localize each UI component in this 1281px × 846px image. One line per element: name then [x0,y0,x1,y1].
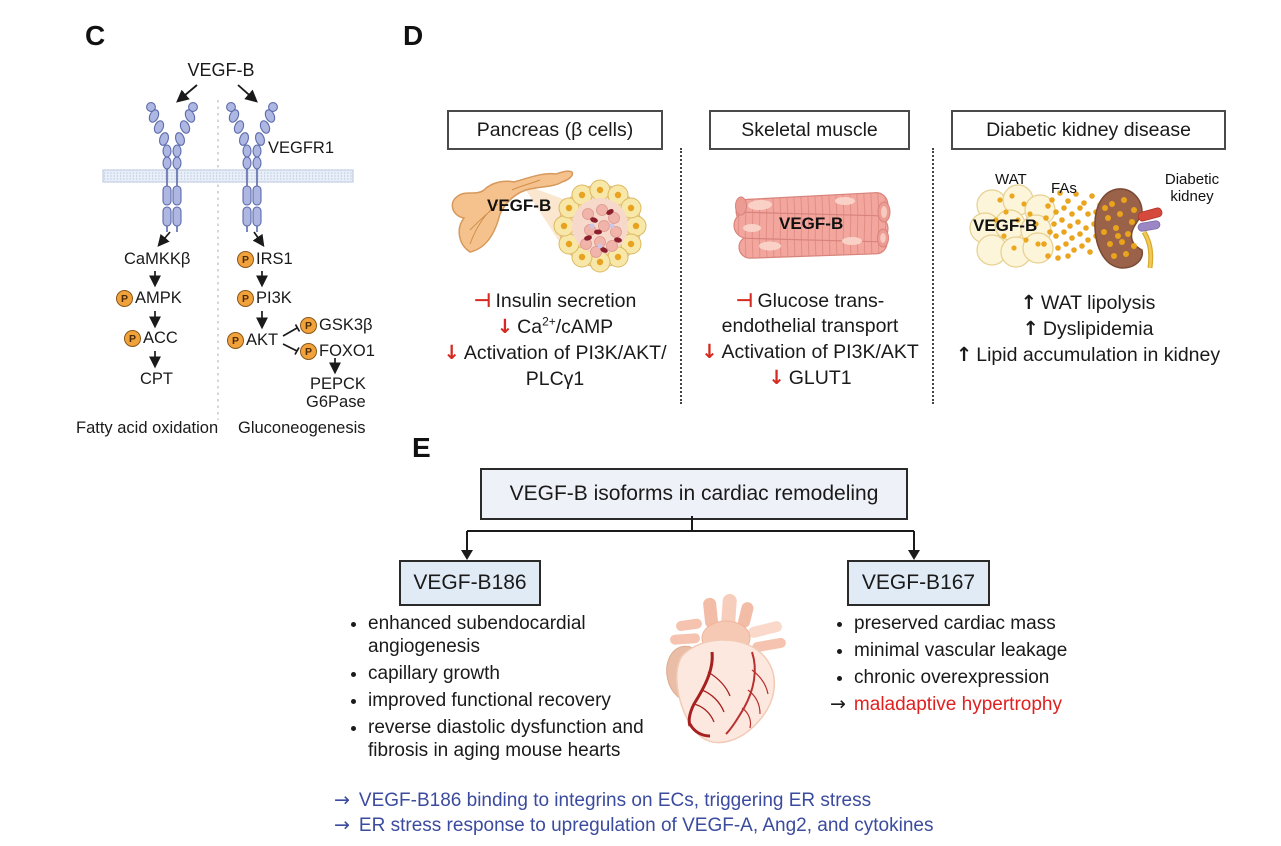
effect-line: ↑ WAT lipolysis [1020,291,1156,314]
phospho-icon: P [124,330,141,347]
node-camkkb: CaMKKβ [124,250,191,268]
effect-line: ↓ Activation of PI3K/AKT/ [443,341,667,364]
panel-c-label: C [85,20,106,51]
wat-vegfb-label: VEGF-B [973,216,1038,235]
vegfr1-receptor-right [225,101,279,233]
up-arrow-icon: ↑ [1020,291,1037,314]
phospho-icon: P [116,290,133,307]
cascade-arrows [149,231,341,375]
list-item: preserved cardiac mass [854,612,1150,635]
effect-line: PLCγ1 [525,368,585,390]
vegfb167-box: VEGF-B167 [847,560,990,606]
column-separator [932,148,934,404]
heart-illustration [666,594,786,744]
node-foxo1: P FOXO1 [300,342,375,361]
panel-c-pathway-graphics [102,84,354,420]
up-arrow-icon: ↑ [955,343,973,366]
muscle-illustration [733,192,891,259]
vegfr1-receptor-left [145,101,199,233]
right-arrow-icon: → [334,814,350,836]
fas-label: FAs [1051,180,1077,197]
effect-line: ↓ Activation of PI3K/AKT [701,340,919,363]
receptor-label: VEGFR1 [268,139,335,157]
vegfb186-bullet-list: enhanced subendocardial angiogenesis cap… [344,612,644,766]
list-item: reverse diastolic dysfunction and fibros… [368,716,644,762]
down-arrow-icon: ↓ [768,366,785,389]
panel-e-label: E [412,432,431,463]
list-item: enhanced subendocardial angiogenesis [368,612,644,658]
effect-line: ⊣ Glucose trans- [735,289,885,312]
right-arrow-icon: → [334,789,350,811]
muscle-vegfb-label: VEGF-B [779,214,844,233]
effect-line: ⊣ Insulin secretion [473,289,637,312]
effect-line: ↓ Ca2+/cAMP [496,314,614,338]
node-g6pase: G6Pase [306,393,366,411]
phospho-icon: P [300,343,317,360]
panel-d-label: D [403,20,424,51]
outcome-fatty-acid-oxidation: Fatty acid oxidation [76,419,219,437]
node-akt: P AKT [227,331,278,350]
kidney-header-box: Diabetic kidney disease [951,110,1226,150]
phospho-icon: P [227,332,244,349]
footnote-line: → ER stress response to upregulation of … [334,814,934,836]
inhibition-icon: ⊣ [473,289,492,312]
wat-label: WAT [995,171,1027,188]
node-pi3k: P PI3K [237,289,292,308]
effect-line: ↓ GLUT1 [768,366,852,389]
ligand-arrows [176,84,258,103]
diabetic-kidney-label: Diabetic kidney [1164,171,1220,205]
phospho-icon: P [237,290,254,307]
outcome-gluconeogenesis: Gluconeogenesis [238,419,366,437]
node-irs1: P IRS1 [237,250,293,269]
down-arrow-icon: ↓ [443,341,460,364]
inhibition-icon: ⊣ [735,289,754,312]
footnote-line: → VEGF-B186 binding to integrins on ECs,… [334,789,872,811]
cell-membrane [102,169,354,183]
vegfb167-bullet-list: preserved cardiac mass minimal vascular … [830,612,1150,716]
pancreas-effects: ⊣ Insulin secretion ↓ Ca2+/cAMP ↓ Activa… [425,288,685,392]
node-pepck: PEPCK [310,375,366,393]
isoform-connector-lines [461,516,920,560]
list-item: improved functional recovery [368,689,644,712]
down-arrow-icon: ↓ [496,315,514,338]
right-arrow-icon: → [830,693,846,715]
phospho-icon: P [237,251,254,268]
muscle-header-box: Skeletal muscle [709,110,910,150]
column-separator [680,148,682,404]
up-arrow-icon: ↑ [1022,317,1039,340]
phospho-icon: P [300,317,317,334]
pancreas-header-box: Pancreas (β cells) [447,110,663,150]
pancreas-vegfb-label: VEGF-B [487,196,552,215]
cardiac-remodeling-title-box: VEGF-B isoforms in cardiac remodeling [480,468,908,520]
footnotes: → VEGF-B186 binding to integrins on ECs,… [334,788,933,838]
node-cpt: CPT [140,370,173,388]
node-ampk: P AMPK [116,289,182,308]
akt-inhibition-lines [282,324,301,355]
effect-line: ↑ Dyslipidemia [1022,317,1154,340]
kidney-effects: ↑ WAT lipolysis ↑ Dyslipidemia ↑ Lipid a… [938,290,1238,368]
list-item: minimal vascular leakage [854,639,1150,662]
down-arrow-icon: ↓ [701,340,718,363]
vegfb186-box: VEGF-B186 [399,560,541,606]
ligand-label: VEGF-B [187,60,255,80]
muscle-effects: ⊣ Glucose trans- endothelial transport ↓… [688,288,932,391]
effect-line: ↑ Lipid accumulation in kidney [955,343,1221,366]
effect-line: endothelial transport [721,315,899,337]
list-item: chronic overexpression [854,666,1150,689]
pancreas-illustration [451,170,647,273]
node-acc: P ACC [124,329,178,348]
list-item: capillary growth [368,662,644,685]
kidney-illustration [969,184,1163,269]
node-gsk3b: P GSK3β [300,316,373,335]
maladaptive-hypertrophy-line: → maladaptive hypertrophy [830,693,1062,715]
